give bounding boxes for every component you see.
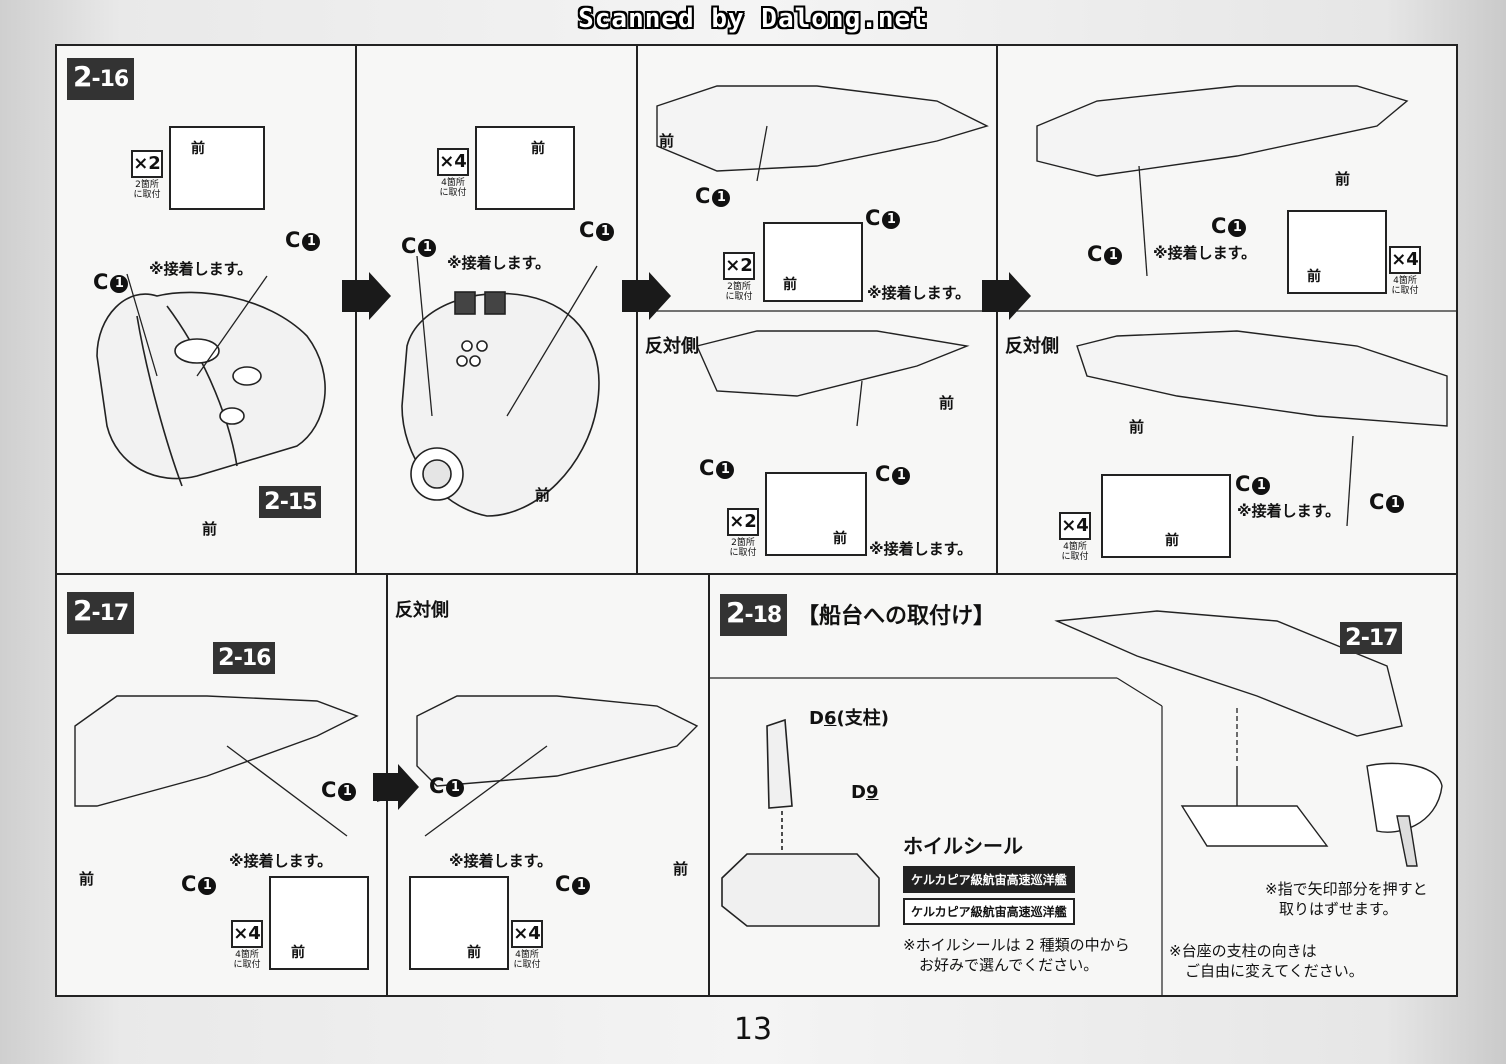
hull-2-17-illustrations <box>74 695 699 807</box>
press-note-line2: 取りはずせます。 <box>1279 900 1398 918</box>
front-label: 前 <box>1129 418 1145 436</box>
step-2-18-title: 【船台への取付け】 <box>797 604 996 629</box>
step-2-17-badge: 2-17 <box>67 592 135 634</box>
scanned-by-watermark: Scanned by Dalong.net <box>578 4 928 34</box>
panel-grid <box>57 46 1456 995</box>
stand-note-line2: ご自由に変えてください。 <box>1185 962 1364 980</box>
part-callout: 前 <box>269 876 369 970</box>
front-label: 前 <box>202 520 218 538</box>
foil-note-line2: お好みで選んでください。 <box>919 956 1099 974</box>
stand-note-line1: ※台座の支柱の向きは <box>1169 942 1317 960</box>
step-2-16-badge: 2-16 <box>67 58 135 100</box>
foil-sticker-light: ケルカピア級航宙高速巡洋艦 <box>903 898 1075 925</box>
front-label: 前 <box>535 486 551 504</box>
hull-side-illustrations <box>656 85 1448 427</box>
foil-note-line1: ※ホイルシールは 2 種類の中から <box>903 936 1130 954</box>
part-callout: 前 <box>475 126 575 210</box>
step-2-16-ref-badge: 2-16 <box>213 642 276 674</box>
step-2-17-ref-badge: 2-17 <box>1340 622 1403 654</box>
ship-on-stand-illustration <box>1054 610 1443 867</box>
part-callout: 前 <box>169 126 265 210</box>
ship-front-illustration-2 <box>401 291 600 517</box>
foil-sticker-title: ホイルシール <box>903 834 1023 858</box>
front-label: 前 <box>673 860 689 878</box>
page-number: 13 <box>733 1012 773 1047</box>
stand-pillar-label: D6(支柱) <box>809 708 889 729</box>
part-callout: 前 <box>409 876 509 970</box>
opposite-side-label: 反対側 <box>645 336 699 357</box>
big-step-arrows <box>342 272 1031 810</box>
front-label: 前 <box>939 394 955 412</box>
step-2-18-badge: 2-18 <box>720 594 788 636</box>
ship-front-illustration-1 <box>96 291 326 487</box>
stand-parts-illustration <box>721 718 880 927</box>
part-callout: 前 <box>1101 474 1231 558</box>
part-callout: 前 <box>763 222 863 302</box>
stand-base-label: D9 <box>851 782 879 803</box>
glue-note: ※接着します。 <box>229 852 333 870</box>
opposite-side-label: 反対側 <box>395 600 449 621</box>
front-label: 前 <box>659 132 675 150</box>
glue-note: ※接着します。 <box>1237 502 1341 520</box>
leader-lines <box>126 125 1354 837</box>
front-label: 前 <box>1335 170 1351 188</box>
instruction-sheet: 2-16 2-15 2-17 2-16 2-18 【船台への取付け】 2-17 … <box>55 44 1458 997</box>
step-2-15-ref-badge: 2-15 <box>259 486 322 518</box>
glue-note: ※接着します。 <box>1153 244 1257 262</box>
glue-note: ※接着します。 <box>447 254 551 272</box>
part-callout: 前 <box>765 472 867 556</box>
press-note-line1: ※指で矢印部分を押すと <box>1265 880 1428 898</box>
glue-note: ※接着します。 <box>867 284 971 302</box>
part-callout: 前 <box>1287 210 1387 294</box>
foil-sticker-dark: ケルカピア級航宙高速巡洋艦 <box>903 866 1075 893</box>
glue-note: ※接着します。 <box>869 540 973 558</box>
glue-note: ※接着します。 <box>149 260 253 278</box>
front-label: 前 <box>79 870 95 888</box>
opposite-side-label: 反対側 <box>1005 336 1059 357</box>
glue-note: ※接着します。 <box>449 852 553 870</box>
